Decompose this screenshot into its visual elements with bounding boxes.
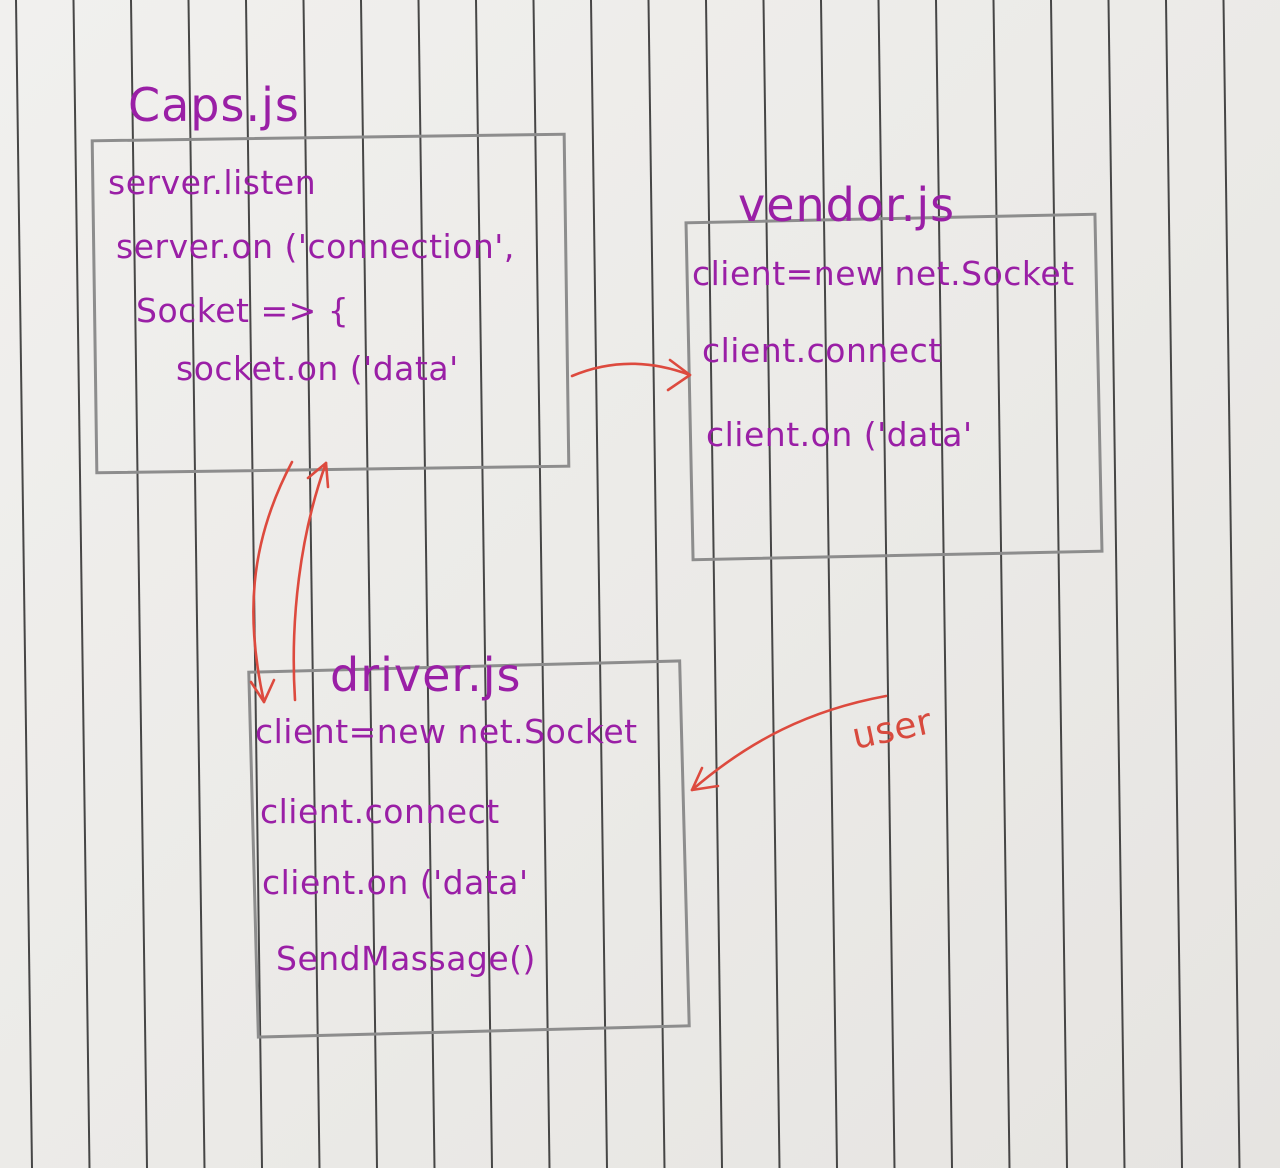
ruled-line xyxy=(475,0,493,1168)
ruled-line xyxy=(705,0,723,1168)
caps-line-1: server.listen xyxy=(108,163,317,202)
ruled-line xyxy=(187,0,206,1168)
ruled-line xyxy=(417,0,436,1168)
ruled-line xyxy=(130,0,148,1168)
arrow-driver-to-caps xyxy=(292,461,330,702)
caps-title: Caps.js xyxy=(128,78,300,132)
ruled-line xyxy=(647,0,666,1168)
ruled-line xyxy=(877,0,896,1168)
caps-line-2: server.on ('connection', xyxy=(116,227,515,266)
arrow-caps-to-vendor xyxy=(570,358,692,392)
ruled-line xyxy=(1107,0,1126,1168)
driver-line-4: SendMassage() xyxy=(276,939,536,978)
caps-line-3: Socket => { xyxy=(136,291,350,330)
ruled-line xyxy=(820,0,838,1168)
ruled-line xyxy=(72,0,91,1168)
ruled-line xyxy=(590,0,608,1168)
vendor-line-1: client=new net.Socket xyxy=(692,254,1075,293)
ruled-line xyxy=(1222,0,1241,1168)
driver-title: driver.js xyxy=(330,648,522,702)
driver-line-3: client.on ('data' xyxy=(262,863,529,902)
driver-line-1: client=new net.Socket xyxy=(255,712,638,751)
driver-line-2: client.connect xyxy=(260,792,500,831)
ruled-line xyxy=(15,0,33,1168)
vendor-title: vendor.js xyxy=(738,178,956,232)
ruled-line xyxy=(532,0,551,1168)
ruled-line xyxy=(1050,0,1068,1168)
arrow-caps-to-driver xyxy=(249,460,294,704)
ruled-line xyxy=(935,0,953,1168)
ruled-line xyxy=(1165,0,1183,1168)
ruled-line xyxy=(762,0,781,1168)
ruled-line xyxy=(360,0,378,1168)
ruled-line xyxy=(302,0,321,1168)
arrow-user-to-driver xyxy=(690,694,888,792)
vendor-line-3: client.on ('data' xyxy=(706,415,973,454)
vendor-line-2: client.connect xyxy=(702,331,942,370)
ruled-line xyxy=(992,0,1011,1168)
caps-line-4: socket.on ('data' xyxy=(176,349,459,388)
